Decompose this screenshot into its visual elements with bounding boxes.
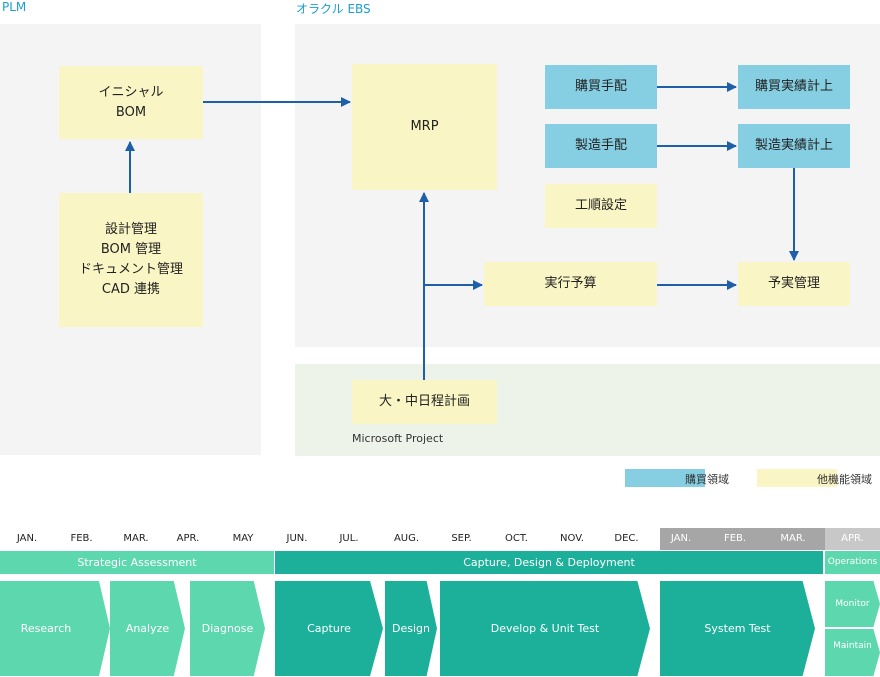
ms-project-label: Microsoft Project: [352, 432, 444, 445]
month-3: MAR.: [123, 533, 149, 544]
month-11: NOV.: [560, 533, 584, 544]
plm-label: PLM: [2, 0, 27, 14]
month-6: JUN.: [286, 533, 308, 544]
month-15: MAR.: [780, 533, 806, 544]
initial-bom-box: イニシャル BOM: [59, 66, 203, 139]
manufacturing-actual-box: 製造実績計上: [738, 124, 850, 168]
step-design: Design: [385, 581, 437, 676]
budget-box: 実行予算: [484, 262, 657, 306]
step-maintain: Maintain: [825, 629, 880, 676]
flow-arrows: [125, 82, 799, 380]
month-4: APR.: [176, 533, 200, 544]
month-10: OCT.: [505, 533, 528, 544]
month-14: FEB.: [723, 533, 747, 544]
month-12: DEC.: [614, 533, 639, 544]
step-develop-unit-test: Develop & Unit Test: [440, 581, 650, 676]
next-year-months-band: [660, 528, 825, 550]
month-13: JAN.: [670, 533, 692, 544]
legend-purchase-label: 購買領域: [685, 473, 729, 486]
schedule-box: 大・中日程計画: [352, 380, 497, 424]
step-system-test: System Test: [660, 581, 815, 676]
legend-other-label: 他機能領域: [817, 473, 872, 486]
purchase-actual-box: 購買実績計上: [738, 65, 850, 109]
month-16: APR.: [825, 528, 880, 550]
plm-functions-box: 設計管理 BOM 管理 ドキュメント管理 CAD 連携: [59, 193, 203, 327]
oracle-ebs-label: オラクル EBS: [296, 2, 371, 16]
step-analyze: Analyze: [110, 581, 185, 676]
step-capture: Capture: [275, 581, 383, 676]
month-1: JAN.: [16, 533, 38, 544]
mrp-box: MRP: [352, 64, 497, 190]
month-2: FEB.: [70, 533, 93, 544]
month-5: MAY: [232, 533, 254, 544]
step-diagnose: Diagnose: [190, 581, 265, 676]
legend-purchase-swatch: [625, 469, 705, 487]
step-research: Research: [0, 581, 110, 676]
manufacturing-order-box: 製造手配: [545, 124, 657, 168]
month-7: JUL.: [339, 533, 359, 544]
phase-strategic-assessment: Strategic Assessment: [0, 551, 274, 574]
phase-capture-design-deployment: Capture, Design & Deployment: [275, 551, 823, 574]
month-9: SEP.: [451, 533, 472, 544]
purchase-order-box: 購買手配: [545, 65, 657, 109]
routing-box: 工順設定: [545, 184, 657, 228]
phase-operations: Operations: [825, 551, 880, 574]
legend-other-swatch: [757, 469, 837, 487]
step-monitor: Monitor: [825, 581, 880, 627]
budget-actual-box: 予実管理: [738, 262, 850, 306]
month-8: AUG.: [393, 533, 420, 544]
